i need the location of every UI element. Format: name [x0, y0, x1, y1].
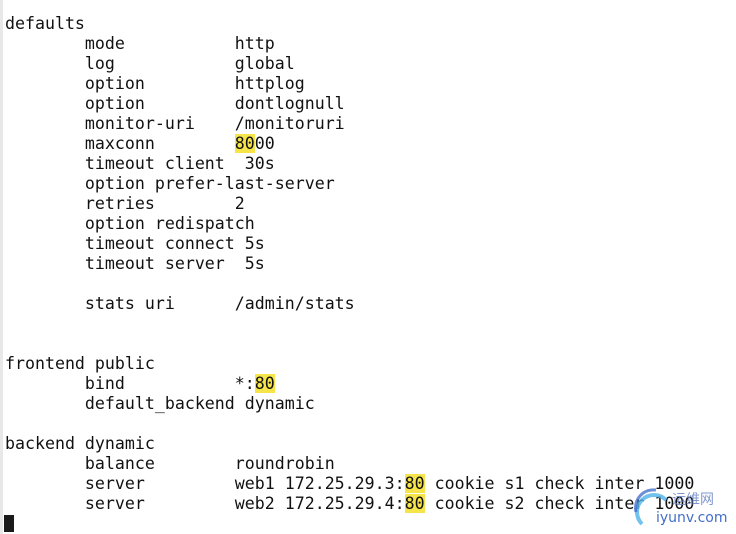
config-line: balance roundrobin [5, 454, 694, 474]
config-line: stats uri /admin/stats [5, 294, 694, 314]
config-line: server web2 172.25.29.4:80 cookie s2 che… [5, 494, 694, 514]
search-highlight: 80 [404, 474, 425, 493]
config-line: maxconn 8000 [5, 134, 694, 154]
blank-line [5, 274, 694, 294]
config-key: stats uri [5, 294, 235, 313]
config-line: default_backend dynamic [5, 394, 694, 414]
search-highlight: 80 [404, 494, 425, 513]
config-value: /monitoruri [234, 114, 345, 133]
config-value: 2 [234, 194, 245, 213]
search-highlight: 80 [254, 374, 275, 393]
config-key: balance [5, 454, 235, 473]
config-value: *: [234, 374, 255, 393]
config-value: web1 172.25.29.3: [234, 474, 405, 493]
config-key: maxconn [5, 134, 235, 153]
config-value: roundrobin [234, 454, 335, 473]
blank-line [5, 334, 694, 354]
section-header: defaults [5, 14, 85, 33]
config-key: log [5, 54, 235, 73]
terminal-left-edge [0, 0, 3, 534]
config-key: option prefer-last-server [5, 174, 335, 193]
config-key: default_backend [5, 394, 245, 413]
config-value: dynamic [244, 394, 315, 413]
config-value: 30s [244, 154, 275, 173]
config-key: option redispatch [5, 214, 255, 233]
config-line: bind *:80 [5, 374, 694, 394]
config-value: dontlognull [234, 94, 345, 113]
config-line: log global [5, 54, 694, 74]
config-key: mode [5, 34, 235, 53]
config-key: server [5, 474, 235, 493]
config-line: retries 2 [5, 194, 694, 214]
section-header: backend dynamic [5, 434, 155, 453]
config-key: timeout server [5, 254, 245, 273]
config-value: /admin/stats [234, 294, 355, 313]
config-line: timeout connect 5s [5, 234, 694, 254]
config-key: bind [5, 374, 235, 393]
config-line: option prefer-last-server [5, 174, 694, 194]
config-value: cookie s2 check inter 1000 [424, 494, 695, 513]
blank-line [5, 314, 694, 334]
search-highlight: 80 [234, 134, 255, 153]
config-line: monitor-uri /monitoruri [5, 114, 694, 134]
config-key: option [5, 74, 235, 93]
terminal-cursor [4, 515, 14, 532]
config-value: http [234, 34, 275, 53]
haproxy-config-text[interactable]: defaults mode http log global option htt… [5, 14, 694, 514]
blank-line [5, 414, 694, 434]
config-value: 00 [254, 134, 275, 153]
config-value: httplog [234, 74, 305, 93]
config-value: web2 172.25.29.4: [234, 494, 405, 513]
config-line: option dontlognull [5, 94, 694, 114]
config-line: timeout client 30s [5, 154, 694, 174]
config-line: timeout server 5s [5, 254, 694, 274]
config-value: global [234, 54, 295, 73]
config-value: 5s [244, 254, 265, 273]
config-line: mode http [5, 34, 694, 54]
config-key: retries [5, 194, 235, 213]
config-line: option redispatch [5, 214, 694, 234]
config-key: timeout client [5, 154, 245, 173]
config-value: 5s [244, 234, 265, 253]
config-value: cookie s1 check inter 1000 [424, 474, 695, 493]
config-key: option [5, 94, 235, 113]
section-header: frontend public [5, 354, 155, 373]
config-key: server [5, 494, 235, 513]
config-key: timeout connect [5, 234, 245, 253]
config-line: server web1 172.25.29.3:80 cookie s1 che… [5, 474, 694, 494]
config-key: monitor-uri [5, 114, 235, 133]
config-line: option httplog [5, 74, 694, 94]
